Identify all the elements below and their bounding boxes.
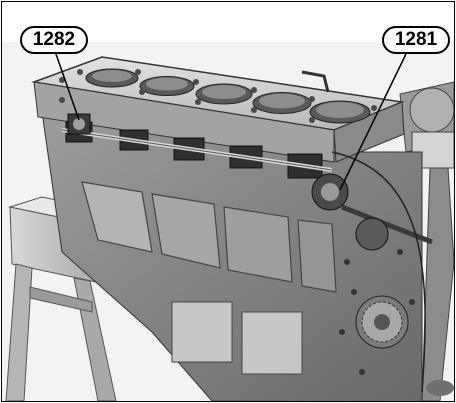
callout-1282: 1282	[20, 26, 88, 54]
crank-gear	[355, 295, 409, 349]
leader-line-1281	[339, 53, 407, 191]
timing-tool-1281	[311, 173, 433, 251]
callout-1281: 1281	[382, 26, 450, 54]
leader-line-1282	[55, 53, 80, 121]
engine-block	[31, 56, 433, 401]
timing-tool-1282	[67, 113, 91, 135]
stand-right	[399, 81, 454, 401]
